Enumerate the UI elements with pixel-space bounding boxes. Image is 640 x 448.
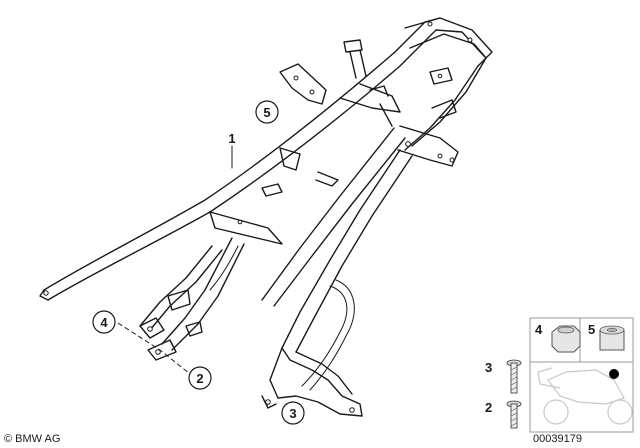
motorcycle-silhouette-icon	[537, 367, 633, 425]
callout-5-number: 5	[263, 105, 270, 120]
callout-5[interactable]: 5	[255, 100, 279, 124]
legend-item-3-number: 3	[485, 360, 492, 375]
callout-4[interactable]: 4	[92, 310, 116, 334]
callout-4-number: 4	[100, 315, 108, 330]
copyright-text: © BMW AG	[4, 433, 60, 445]
legend-item-4-number: 4	[535, 322, 543, 337]
location-marker-dot	[609, 369, 619, 379]
screw-short-icon	[506, 400, 522, 429]
rubber-buffer-icon	[599, 325, 625, 351]
rear-frame	[39, 17, 493, 417]
callout-3-number: 3	[289, 406, 296, 421]
callout-3[interactable]: 3	[281, 401, 305, 425]
part-1-label: 1	[228, 131, 235, 146]
parts-legend: 4 5 3 2	[485, 317, 634, 433]
dash-line-part-4	[117, 322, 191, 375]
legend-item-2-number: 2	[485, 400, 492, 415]
drawing-number: 00039179	[533, 433, 582, 445]
callout-2-number: 2	[196, 371, 203, 386]
legend-item-5-number: 5	[588, 322, 595, 337]
callout-2[interactable]: 2	[188, 366, 212, 390]
spacer-bushing-icon	[551, 325, 581, 353]
screw-long-icon	[506, 359, 522, 394]
